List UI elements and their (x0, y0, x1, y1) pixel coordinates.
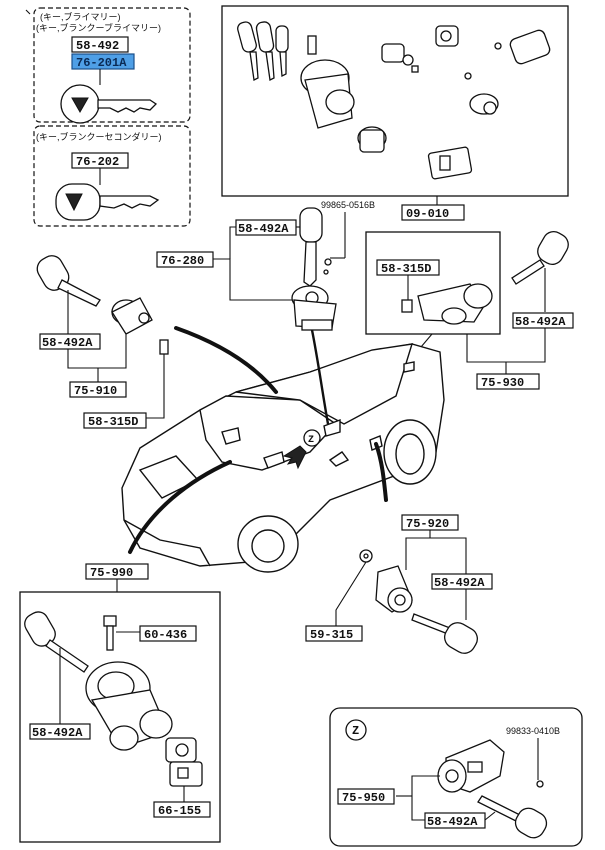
right-door-key (411, 613, 478, 654)
part-label-75-990[interactable]: 75-990 (85, 563, 149, 580)
part-label-58-315d-left[interactable]: 58-315D (83, 412, 147, 429)
steering-lock-bolt (103, 615, 117, 651)
part-label-75-910[interactable]: 75-910 (69, 381, 127, 398)
svg-text:58-492: 58-492 (76, 39, 119, 53)
variant-z-mark: Z (345, 719, 367, 741)
part-label-66-155[interactable]: 66-155 (153, 801, 211, 818)
trunk-key (511, 231, 569, 285)
ignition-location-arrow (282, 445, 307, 470)
z-variant-frame (329, 707, 583, 847)
part-label-58-492a-right[interactable]: 58-492A (512, 312, 574, 329)
svg-text:58-492A: 58-492A (434, 576, 485, 590)
svg-text:09-010: 09-010 (406, 207, 449, 221)
primary-key-note: (キー,ブライマリー) (40, 11, 121, 22)
bolt-note-bottom: 99833-0410B (506, 726, 560, 736)
svg-text:76-202: 76-202 (76, 155, 119, 169)
lock-set-frame (221, 5, 569, 197)
left-door-cylinder (111, 297, 153, 335)
part-label-76-202[interactable]: 76-202 (71, 152, 129, 169)
trunk-lock-frame (365, 231, 501, 335)
part-label-75-920[interactable]: 75-920 (401, 514, 459, 531)
car-body (121, 343, 445, 573)
ignition-key (299, 207, 323, 287)
right-door-clip (359, 549, 373, 563)
svg-text:76-280: 76-280 (161, 254, 204, 268)
part-label-76-280[interactable]: 76-280 (156, 251, 214, 268)
part-label-58-492[interactable]: 58-492 (71, 36, 129, 53)
lock-set-keys (237, 21, 289, 81)
part-label-59-315[interactable]: 59-315 (305, 625, 363, 642)
key-group-panel (25, 7, 191, 227)
steering-lock-key (24, 611, 89, 673)
part-label-58-492a-door[interactable]: 58-492A (431, 573, 493, 590)
part-label-58-492a-ignition[interactable]: 58-492A (235, 219, 297, 236)
part-label-76-201a[interactable]: 76-201A (71, 53, 135, 70)
part-label-58-492a-left[interactable]: 58-492A (39, 333, 101, 350)
secondary-key-blank-note: (キー,ブランクーセコンダリー) (36, 131, 162, 142)
part-label-58-492a-column[interactable]: 58-492A (29, 723, 91, 740)
steering-lock-frame (19, 591, 221, 843)
steering-lock-body (85, 661, 173, 751)
part-label-58-492a-z[interactable]: 58-492A (424, 812, 486, 829)
svg-text:Z: Z (308, 435, 314, 446)
bolt-bottom (536, 780, 544, 788)
svg-text:75-930: 75-930 (481, 376, 524, 390)
svg-text:75-990: 75-990 (90, 566, 133, 580)
svg-text:58-492A: 58-492A (32, 726, 83, 740)
lock-set-cylinders (381, 25, 551, 180)
lock-set-ignition-body (300, 35, 387, 153)
trunk-lock-cylinder (401, 283, 493, 325)
leader-door-right (374, 442, 388, 502)
variant-z-mark-car: Z (303, 429, 321, 447)
svg-text:58-315D: 58-315D (88, 415, 138, 429)
z-lock-assembly (437, 739, 505, 793)
svg-text:Z: Z (352, 724, 359, 738)
z-lock-key (477, 795, 548, 839)
primary-key-blank-note: (キー,ブランクーブライマリー) (36, 22, 161, 33)
svg-text:58-492A: 58-492A (515, 315, 566, 329)
part-label-58-315d-right[interactable]: 58-315D (376, 259, 440, 276)
svg-text:76-201A: 76-201A (76, 56, 127, 70)
part-label-75-950[interactable]: 75-950 (337, 788, 395, 805)
ignition-cylinder (291, 285, 337, 331)
primary-key (60, 84, 158, 124)
part-label-60-436[interactable]: 60-436 (139, 625, 197, 642)
left-door-key (36, 255, 101, 307)
svg-text:60-436: 60-436 (144, 628, 187, 642)
svg-text:58-492A: 58-492A (42, 336, 93, 350)
svg-text:59-315: 59-315 (310, 628, 353, 642)
steering-lock-cylinder (165, 737, 203, 787)
part-label-09-010[interactable]: 09-010 (401, 204, 465, 221)
svg-text:66-155: 66-155 (158, 804, 201, 818)
svg-text:75-910: 75-910 (74, 384, 117, 398)
part-label-75-930[interactable]: 75-930 (476, 373, 540, 390)
svg-text:58-492A: 58-492A (238, 222, 289, 236)
leader-rear-left (174, 326, 278, 394)
svg-text:58-315D: 58-315D (381, 262, 431, 276)
leader-ignition (310, 329, 330, 425)
svg-text:75-920: 75-920 (406, 517, 449, 531)
bolt-note-top: 99865-0516B (321, 200, 375, 210)
svg-text:58-492A: 58-492A (427, 815, 478, 829)
right-door-cylinder (375, 565, 413, 613)
svg-text:75-950: 75-950 (342, 791, 385, 805)
secondary-key (55, 183, 160, 221)
bolt-top (323, 258, 332, 275)
left-door-clip (159, 339, 169, 355)
leader-front-left (128, 460, 232, 554)
